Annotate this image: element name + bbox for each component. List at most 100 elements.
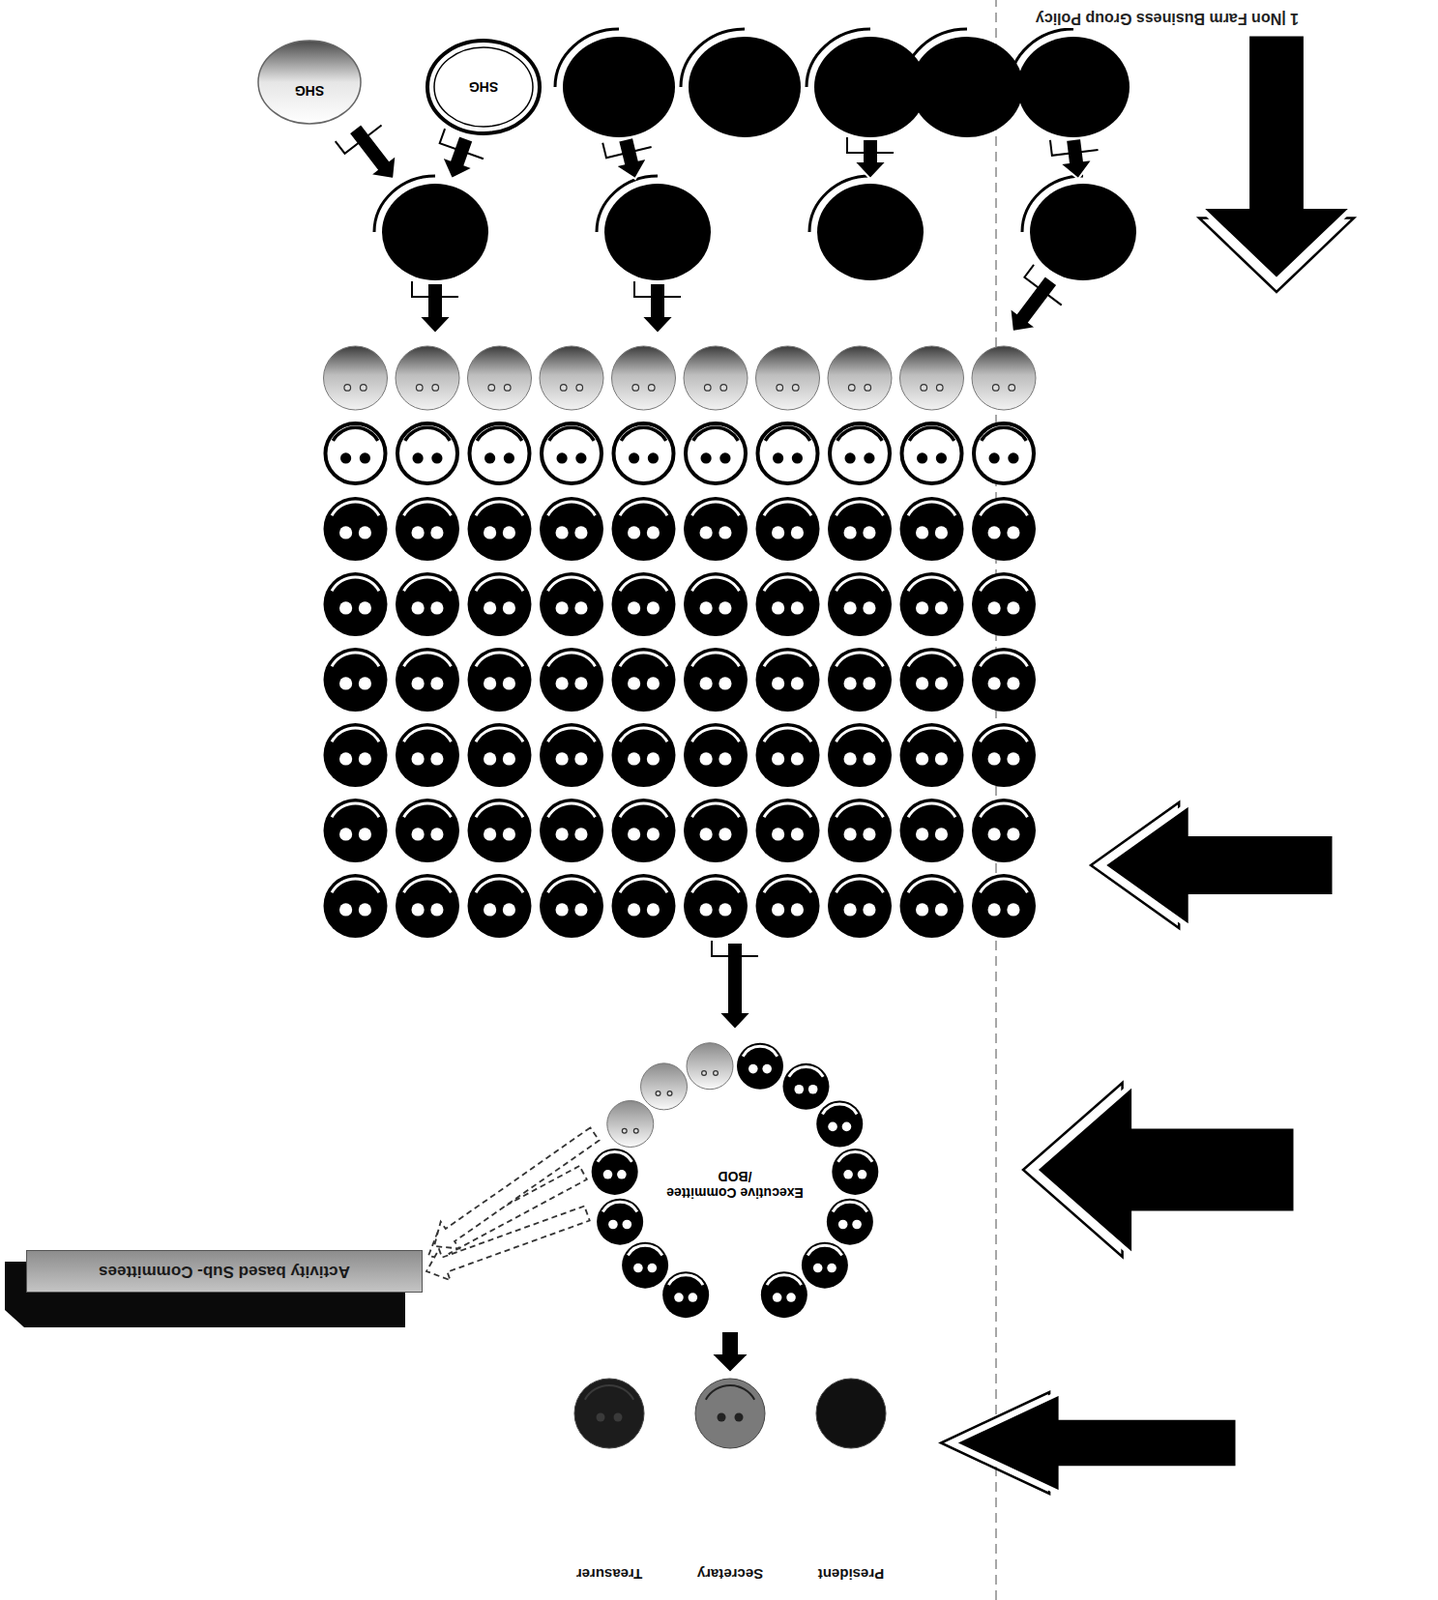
face-eye [826, 1263, 837, 1274]
arrow-bracket [847, 137, 894, 153]
member-face [683, 497, 748, 561]
circle-shadow-arc [806, 29, 871, 88]
face-arc [475, 803, 524, 818]
face-arc [548, 577, 596, 591]
member-face [468, 346, 532, 411]
circle-shadow-arc [809, 176, 871, 233]
face-eye [992, 384, 999, 392]
face-arc [475, 501, 524, 516]
face-arc [821, 1104, 857, 1115]
member-face [468, 572, 532, 637]
face-eye [776, 384, 784, 392]
member-face [683, 723, 748, 788]
member-face [683, 647, 748, 712]
face-arc [980, 879, 1028, 893]
face-eye [936, 384, 943, 392]
member-face [468, 647, 532, 712]
face-eye [688, 1292, 699, 1303]
face-eye [988, 452, 999, 464]
face-eye [862, 601, 876, 615]
face-eye [791, 827, 804, 841]
face-eye [432, 384, 440, 392]
group-circle [814, 36, 927, 138]
group-circle [910, 36, 1024, 138]
face-arc [548, 501, 596, 516]
face-eye [483, 526, 497, 539]
face-eye [935, 827, 948, 841]
face-eye [1006, 903, 1020, 916]
face-arc [404, 652, 452, 667]
face-eye [791, 601, 804, 615]
level-arrow [1034, 1083, 1296, 1258]
face-eye [430, 526, 443, 539]
member-face [323, 572, 388, 637]
face-eye [699, 601, 712, 615]
face-arc [619, 879, 668, 893]
face-eye [791, 526, 804, 539]
face-eye [935, 601, 948, 615]
face-eye [627, 601, 641, 615]
member-face [900, 874, 965, 939]
face-arc [668, 1275, 704, 1286]
face-eye [843, 903, 856, 916]
face-eye [1006, 676, 1020, 690]
face-eye [813, 1263, 823, 1274]
face-arc [981, 427, 1027, 441]
member-face [756, 497, 821, 561]
face-eye [988, 601, 1001, 615]
member-face [596, 1199, 644, 1246]
member-face [756, 723, 821, 788]
member-face [900, 723, 965, 788]
face-eye [838, 1220, 849, 1231]
face-eye [339, 903, 353, 916]
face-eye [915, 827, 929, 841]
face-eye [702, 1071, 707, 1077]
face-eye [430, 827, 443, 841]
face-eye [555, 526, 568, 539]
circle-shadow-arc [1022, 176, 1084, 233]
face-eye [988, 903, 1001, 916]
header-text: 1 |Non Farm Business Group Policy [1031, 8, 1303, 29]
face-eye [358, 827, 372, 841]
node-label: Executive Committee /BOD [662, 1168, 808, 1202]
face-eye [483, 903, 497, 916]
bearer-circle [574, 1379, 645, 1449]
face-arc [980, 803, 1028, 818]
member-face [612, 647, 676, 712]
level-arrow [952, 1392, 1238, 1495]
shg-fill [258, 40, 361, 124]
page-header: 1 |Non Farm Business Group Policy [1031, 8, 1303, 29]
face-eye [555, 827, 568, 841]
role-label: President [818, 1566, 884, 1584]
face-eye [793, 1085, 804, 1095]
face-eye [667, 1091, 673, 1097]
face-eye [827, 1122, 838, 1133]
face-eye [851, 1220, 862, 1231]
member-face [827, 572, 892, 637]
face-eye [632, 384, 640, 392]
face-eye [988, 676, 1001, 690]
face-arc [742, 1046, 778, 1057]
face-arc [692, 652, 740, 667]
member-face [607, 1101, 654, 1148]
face-eye [574, 601, 587, 615]
face-eye [339, 827, 353, 841]
member-face [826, 1199, 874, 1246]
face-arc [908, 879, 956, 893]
face-eye [718, 752, 732, 765]
face-arc [692, 501, 740, 516]
face-eye [574, 827, 587, 841]
member-face [468, 798, 532, 863]
member-face [539, 572, 604, 637]
face-arc [548, 652, 596, 667]
face-arc [332, 427, 378, 441]
face-eye [646, 827, 660, 841]
office-bearer: Treasurer [556, 1375, 663, 1584]
face-eye [915, 752, 929, 765]
face-eye [792, 452, 803, 464]
member-face [323, 723, 388, 788]
face-arc [908, 803, 956, 818]
face-eye [628, 452, 640, 464]
face-eye [699, 752, 712, 765]
face-arc [832, 1202, 868, 1212]
